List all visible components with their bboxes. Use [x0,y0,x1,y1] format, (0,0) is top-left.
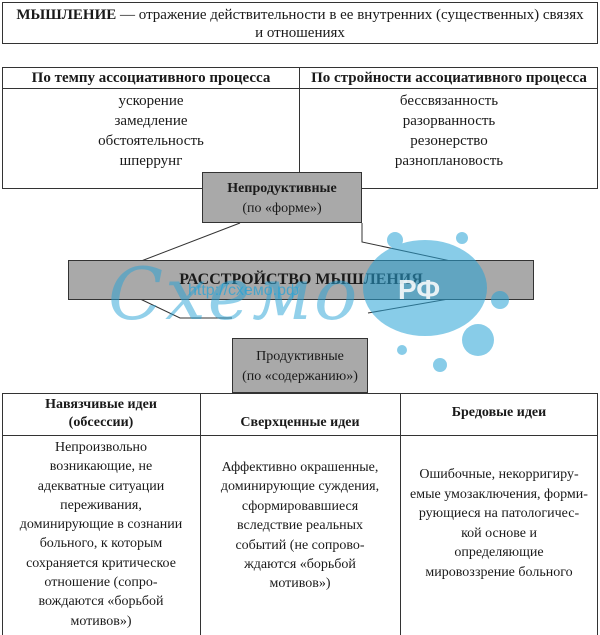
tempo-list: ускорение замедление обстоятельность шпе… [2,91,300,171]
unproductive-sublabel: (по «форме») [242,201,322,216]
definition-text: — отражение действительности в ее внутре… [116,7,584,41]
definition-box: МЫШЛЕНИЕ — отражение действительности в … [2,2,598,44]
list-item: бессвязанность [399,93,499,109]
text-line: вследствие реальных [236,518,364,534]
text-line: мировоззрение больного [425,564,573,580]
main-disorder-box: РАССТРОЙСТВО МЫШЛЕНИЯ [68,260,534,300]
text-line: мотивов») [269,576,331,592]
connector-left-top [135,222,241,264]
productive-label: Продуктивные [256,349,344,364]
text-line: мотивов») [70,613,132,629]
text-line: больного, к которым [39,536,163,552]
text-line: Аффективно окрашенные, [221,460,379,475]
list-item: ускорение [118,93,184,109]
text-line: сформировавшиеся [241,498,359,514]
text-line: Ошибочные, некорригиру- [419,467,579,482]
obsessive-description: Непроизвольно возникающие, не адекватные… [2,438,200,631]
list-item: разноплановость [394,153,504,169]
definition-term: МЫШЛЕНИЕ [16,7,117,23]
coherence-header: По стройности ассоциативного процесса [311,70,587,86]
productive-sublabel: (по «содержанию») [242,369,358,384]
table-divider [299,67,300,189]
main-disorder-label: РАССТРОЙСТВО МЫШЛЕНИЯ [179,271,423,288]
text-line: событий (не сопрово- [235,537,365,553]
text-line: сохраняется критическое [26,555,176,571]
column-divider-2 [400,393,401,635]
obsessive-header: Навязчивые идеи (обсессии) [2,396,200,432]
list-item: разорванность [402,113,496,129]
connector-right-top [361,223,461,264]
overvalued-header: Сверхценные идеи [240,415,360,430]
text-line: вождаются «борьбой [38,594,164,610]
list-item: шперрунг [119,153,183,169]
unproductive-label: Непродуктивные [227,181,337,196]
text-line: переживания, [60,497,142,513]
content-disorders-table [2,393,598,635]
text-line: определяющие [454,545,544,561]
text-line: рующиеся на патологичес- [418,506,580,522]
column-divider-1 [200,393,201,635]
coherence-list: бессвязанность разорванность резонерство… [300,91,598,171]
text-line: емые умозаключения, форми- [410,486,588,502]
text-line: адекватные ситуации [37,478,165,494]
text-line: возникающие, не [49,459,153,475]
text-line: отношение (сопро- [44,575,158,591]
list-item: резонерство [410,133,488,149]
text-line: кой основе и [461,525,537,541]
text-line: ждаются «борьбой [244,557,356,573]
overvalued-description: Аффективно окрашенные, доминирующие сужд… [200,458,400,594]
list-item: замедление [114,113,188,129]
productive-box: Продуктивные (по «содержанию») [232,338,368,393]
tempo-header: По темпу ассоциативного процесса [31,70,271,86]
text-line: Непроизвольно [54,440,148,455]
header-row-divider [2,435,598,436]
text-line: доминирующие суждения, [220,479,380,495]
connector-left-bottom [135,296,232,319]
text-line: доминирующие в сознании [19,517,183,533]
obsessive-header-line2: (обсессии) [68,415,134,430]
obsessive-header-line1: Навязчивые идеи [45,397,157,412]
delusional-header: Бредовые идеи [451,405,547,420]
unproductive-box: Непродуктивные (по «форме») [202,172,362,223]
delusional-description: Ошибочные, некорригиру- емые умозаключен… [400,465,598,583]
list-item: обстоятельность [98,133,204,149]
